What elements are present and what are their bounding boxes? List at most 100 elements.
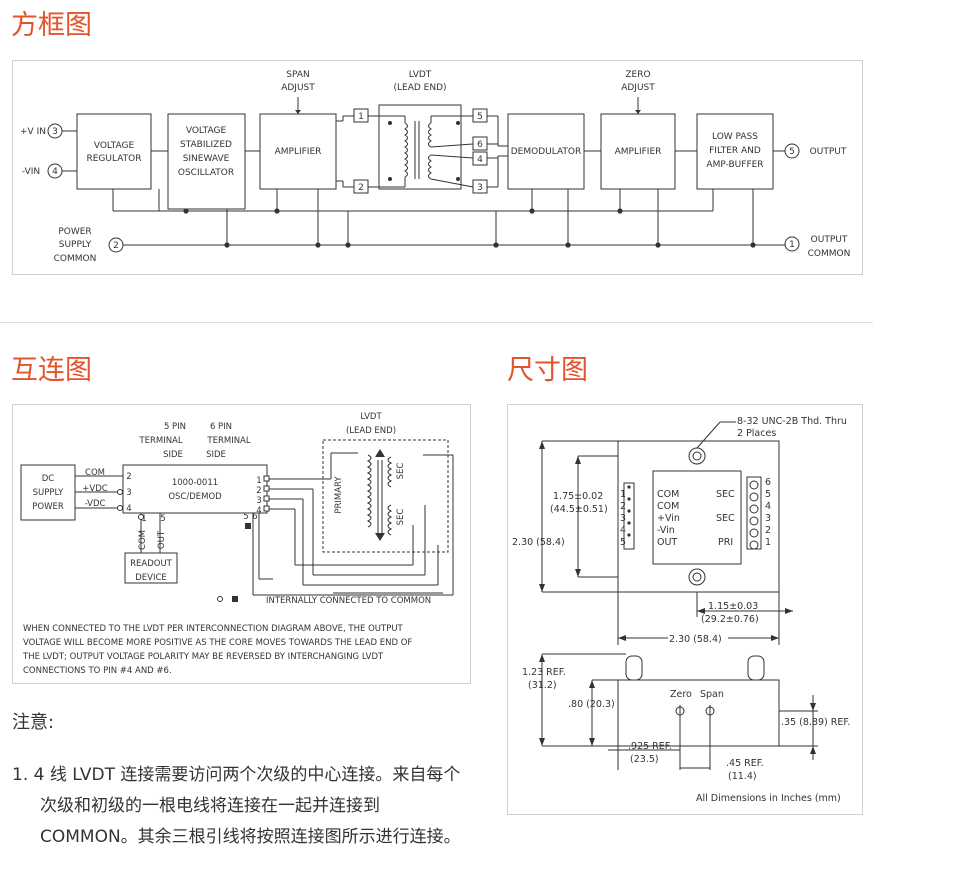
bd-pin5: 5 (789, 147, 795, 157)
dim-name-vin-plus: +Vin (657, 513, 680, 524)
bd-output-common-2: COMMON (808, 249, 851, 259)
bd-osc-2: STABILIZED (180, 140, 232, 150)
ic-plus-vdc: +VDC (82, 484, 107, 494)
ic-5pin-3: SIDE (163, 450, 183, 460)
ic-readout-2: DEVICE (135, 573, 167, 583)
bd-power-common-3: COMMON (54, 254, 97, 264)
bd-output: OUTPUT (810, 147, 847, 157)
dim-sec-2: SEC (716, 513, 735, 524)
bd-lvdt-pin-4: 4 (477, 155, 483, 165)
ic-5pin-1: 5 PIN (164, 422, 186, 432)
bd-pin3: 3 (52, 127, 58, 137)
bd-voltage-regulator-2: REGULATOR (86, 154, 141, 164)
ic-sec-2: SEC (396, 509, 406, 526)
dimension-title: 尺寸图 (507, 355, 588, 386)
dim-230-vert: 2.30 (58.4) (512, 537, 565, 548)
dim-zero: Zero (670, 689, 692, 700)
bd-amplifier-1: AMPLIFIER (275, 147, 322, 157)
dim-footer: All Dimensions in Inches (mm) (696, 793, 841, 804)
ic-6pin-3: SIDE (206, 450, 226, 460)
dim-35: .35 (8.89) REF. (781, 717, 850, 728)
bd-span-1: SPAN (286, 70, 309, 80)
ic-para-2: VOLTAGE WILL BECOME MORE POSITIVE AS THE… (23, 638, 412, 648)
dim-230-horiz: 2.30 (58.4) (669, 634, 722, 645)
dimension-svg: 8-32 UNC-2B Thd. Thru 2 Places 1.75±0.02… (512, 416, 850, 804)
bd-lvdt-2: (LEAD END) (393, 83, 446, 93)
note-item: 1. 4 线 LVDT 连接需要访问两个次级的中心连接。来自每个次级和初级的一根… (12, 765, 461, 847)
block-diagram-svg: +V IN 3 -VIN 4 2 5 1 POWER SUPPLY COMMON… (20, 70, 851, 264)
ic-legend: INTERNALLY CONNECTED TO COMMON (266, 596, 431, 606)
bd-amplifier-2: AMPLIFIER (615, 147, 662, 157)
ic-right-bottom-pin-6: 6 (252, 512, 257, 522)
ic-left-pin-4: 4 (126, 504, 131, 514)
ic-sec-1: SEC (396, 463, 406, 480)
ic-dc-1: DC (42, 474, 55, 484)
notes-title: 注意: (12, 712, 55, 733)
dim-thread-1: 8-32 UNC-2B Thd. Thru (737, 416, 847, 427)
bd-lvdt-pin-1: 1 (358, 112, 364, 122)
ic-para-3: THE LVDT; OUTPUT VOLTAGE POLARITY MAY BE… (22, 652, 384, 662)
bd-lvdt-pin-2: 2 (358, 183, 364, 193)
bd-lvdt-pin-3: 3 (477, 183, 483, 193)
bd-span-2: ADJUST (281, 83, 315, 93)
bd-osc-3: SINEWAVE (183, 154, 230, 164)
bd-lvdt-pin-6: 6 (477, 140, 483, 150)
dim-right-5: 5 (765, 489, 771, 500)
dim-left-3: 3 (620, 513, 626, 524)
dim-45-2: (11.4) (728, 771, 757, 782)
bd-voltage-regulator-1: VOLTAGE (94, 141, 135, 151)
bd-plus-vin: +V IN (20, 127, 46, 137)
interconnect-title: 互连图 (11, 355, 92, 386)
dim-name-out: OUT (657, 537, 677, 548)
ic-out-vert: OUT (157, 530, 167, 549)
interconnect-svg: 5 PIN TERMINAL SIDE 6 PIN TERMINAL SIDE … (20, 412, 454, 676)
bd-zero-2: ADJUST (621, 83, 655, 93)
dim-left-1: 1 (620, 489, 626, 500)
dim-123-2: (31.2) (528, 680, 557, 691)
dim-thread-2: 2 Places (737, 428, 776, 439)
dim-right-6: 6 (765, 477, 771, 488)
bd-osc-4: OSCILLATOR (178, 168, 234, 178)
interconnect-figure: 5 PIN TERMINAL SIDE 6 PIN TERMINAL SIDE … (12, 404, 471, 684)
dim-123-1: 1.23 REF. (522, 667, 566, 678)
bd-minus-vin: -VIN (22, 167, 40, 177)
dim-left-5: 5 (620, 537, 626, 548)
dim-right-2: 2 (765, 525, 771, 536)
dim-right-4: 4 (765, 501, 771, 512)
bd-osc-1: VOLTAGE (186, 126, 227, 136)
bd-demodulator: DEMODULATOR (511, 147, 582, 157)
ic-bottom-pin-1: 1 (141, 514, 146, 524)
bd-lowpass-1: LOW PASS (712, 132, 758, 142)
bd-pin4: 4 (52, 167, 58, 177)
dim-45-1: .45 REF. (726, 758, 764, 769)
dim-925-1: .925 REF. (628, 741, 672, 752)
dim-name-com1: COM (657, 489, 679, 500)
ic-right-pin-3: 3 (256, 496, 261, 506)
ic-lvdt-2: (LEAD END) (346, 426, 396, 436)
dim-right-3: 3 (765, 513, 771, 524)
dim-175-1: 1.75±0.02 (553, 491, 603, 502)
dim-115-1: 1.15±0.03 (708, 601, 758, 612)
ic-6pin-1: 6 PIN (210, 422, 232, 432)
ic-dc-3: POWER (32, 502, 64, 512)
ic-left-pin-2: 2 (126, 472, 131, 482)
notes-list: 1. 4 线 LVDT 连接需要访问两个次级的中心连接。来自每个次级和初级的一根… (12, 760, 472, 853)
dim-175-2: (44.5±0.51) (550, 504, 608, 515)
ic-dc-2: SUPPLY (33, 488, 64, 498)
block-diagram-title: 方框图 (11, 10, 92, 41)
dim-pri: PRI (718, 537, 733, 548)
block-diagram-figure: +V IN 3 -VIN 4 2 5 1 POWER SUPPLY COMMON… (12, 60, 863, 275)
dim-80: .80 (20.3) (568, 699, 615, 710)
dimension-figure: 8-32 UNC-2B Thd. Thru 2 Places 1.75±0.02… (507, 404, 863, 815)
bd-lowpass-3: AMP-BUFFER (706, 160, 763, 170)
ic-readout-1: READOUT (130, 559, 173, 569)
ic-minus-vdc: -VDC (85, 499, 106, 509)
bd-zero-1: ZERO (625, 70, 650, 80)
bd-lowpass-2: FILTER AND (709, 146, 761, 156)
dim-right-1: 1 (765, 537, 771, 548)
ic-right-pin-4: 4 (256, 506, 261, 516)
bd-pin2: 2 (113, 241, 119, 251)
bd-pin1: 1 (789, 240, 795, 250)
ic-right-pin-1: 1 (256, 476, 261, 486)
dim-left-4: 4 (620, 525, 626, 536)
